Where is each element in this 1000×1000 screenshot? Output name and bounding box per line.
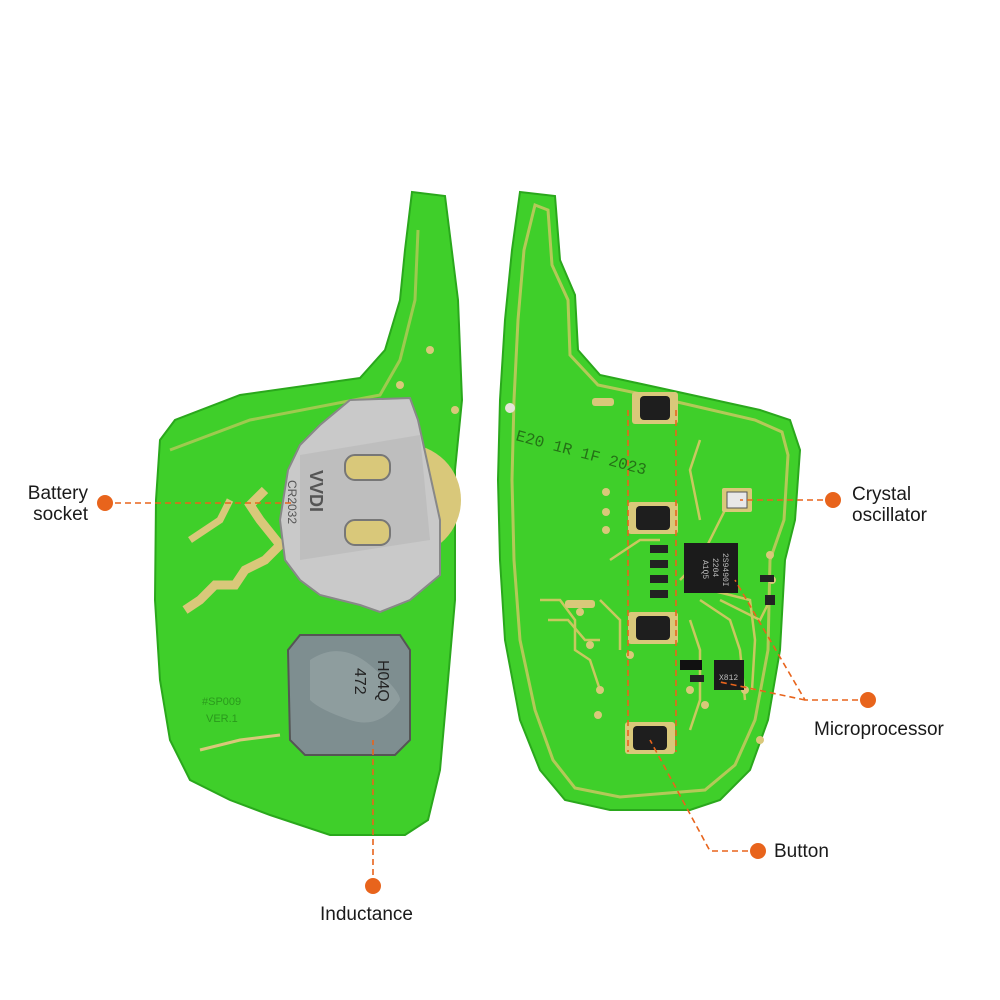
tactile-button-1 [632,392,678,424]
tactile-button-3 [628,612,678,644]
button-label-line-1: Button [774,841,829,862]
inductance-label-line-1: Inductance [320,904,413,925]
inductor-marking-2: H04Q [374,660,391,702]
battery-socket-label-line-2: socket [33,504,88,525]
chip-marking-3: 2S9490I [720,553,729,587]
tactile-button-4 [625,722,675,754]
battery-socket-label-line-1: Battery [27,483,88,504]
small-chip-marking: X812 [719,674,738,683]
microprocessor-label: Microprocessor [814,719,944,740]
callout-dots [97,492,876,894]
microprocessor-callout-dot [860,692,876,708]
right-border-trace [510,202,790,799]
crystal-oscillator-label: Crystal oscillator [852,484,927,526]
battery-marking-2: CR2032 [285,480,299,524]
inductance-label: Inductance [320,904,413,925]
secondary-chip: X812 [714,660,744,690]
callout-lines [115,410,868,885]
left-silk-2: VER.1 [206,713,238,725]
tactile-button-2 [628,502,678,534]
left-bottom-trace [199,733,281,752]
battery-socket-label: Battery socket [10,483,88,525]
right-pcb-board: A1Q5 2204 2S9490I X812 E20 1R 1F 2023 [496,190,802,811]
battery-socket: VVDI CR2032 [278,396,441,614]
crystal-label-line-1: Crystal [852,484,912,505]
battery-callout-dot [97,495,113,511]
microprocessor-label-line-1: Microprocessor [814,719,944,740]
chip-marking-1: A1Q5 [700,560,709,579]
inductor-component: 472 H04Q [286,634,411,756]
inductance-callout-dot [365,878,381,894]
crystal-label-line-2: oscillator [852,505,927,526]
left-antenna-trace-2 [188,498,234,543]
left-silk-1: #SP009 [202,696,241,708]
button-callout-dot [750,843,766,859]
left-antenna-trace [182,486,287,614]
chip-marking-2: 2204 [710,558,719,577]
crystal-callout-dot [825,492,841,508]
microprocessor-link [719,681,806,701]
inductor-marking-1: 472 [351,668,368,695]
button-label: Button [774,841,829,862]
microprocessor-chip: A1Q5 2204 2S9490I [684,543,738,593]
crystal-oscillator [722,488,752,512]
right-pcb-outline [496,190,802,811]
left-edge-trace [169,229,420,452]
left-pcb-board: VVDI CR2032 472 H04Q #SP009 VER.1 [153,190,464,836]
battery-marking: VVDI [306,470,326,512]
button-callout-line [649,739,758,852]
